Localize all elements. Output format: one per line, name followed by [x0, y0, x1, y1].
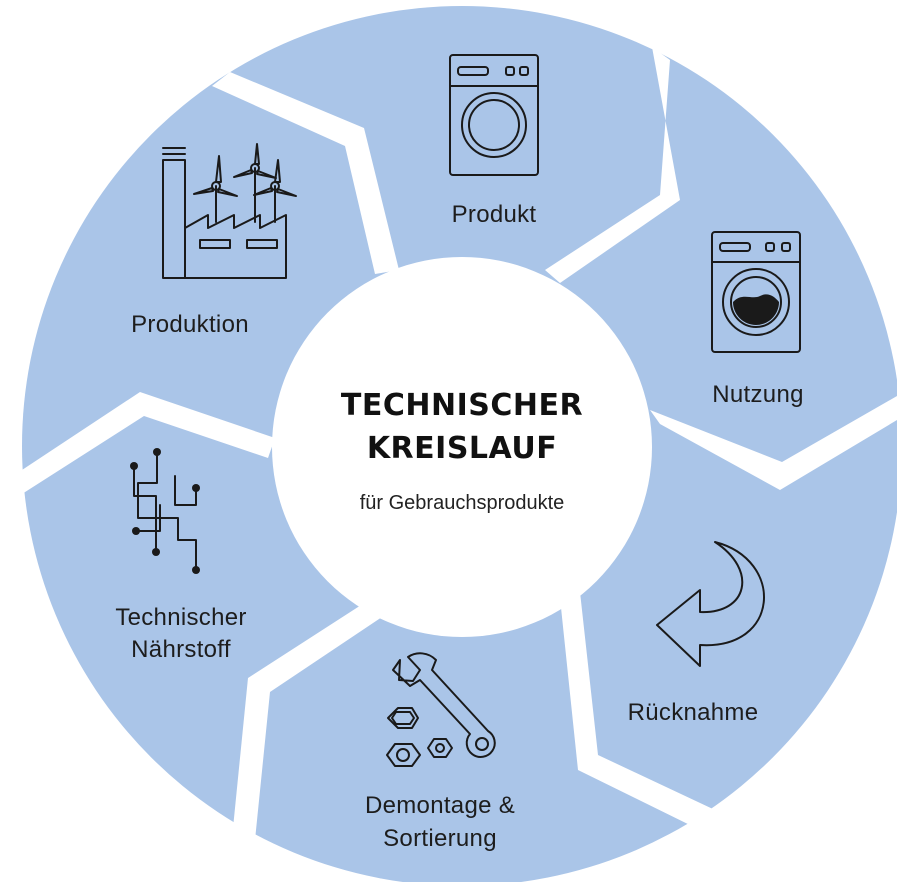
washing-machine-icon — [449, 54, 539, 176]
segment-label-demontage-line1: Demontage & — [365, 792, 515, 819]
center-title-line2: KREISLAUF — [367, 431, 557, 466]
center-circle — [272, 257, 652, 637]
segment-label-produktion: Produktion — [131, 311, 249, 338]
return-arrow-icon — [656, 541, 765, 667]
segment-label-ruecknahme: Rücknahme — [628, 699, 759, 726]
segment-separators — [22, 47, 897, 840]
segment-label-produkt: Produkt — [452, 201, 537, 228]
center-title-line1: TECHNISCHER — [341, 388, 583, 423]
segment-label-naehrstoff-line2: Nährstoff — [131, 636, 231, 663]
center-subtitle: für Gebrauchsprodukte — [360, 492, 565, 514]
segment-label-naehrstoff-line1: Technischer — [115, 604, 246, 631]
segment-label-nutzung: Nutzung — [712, 381, 804, 408]
wrench-and-nuts-icon — [386, 652, 496, 767]
segment-label-demontage-line2: Sortierung — [383, 825, 497, 852]
factory-wind-turbines-icon — [162, 143, 297, 279]
circuit-icon — [130, 448, 200, 574]
washing-machine-running-icon — [711, 231, 801, 353]
